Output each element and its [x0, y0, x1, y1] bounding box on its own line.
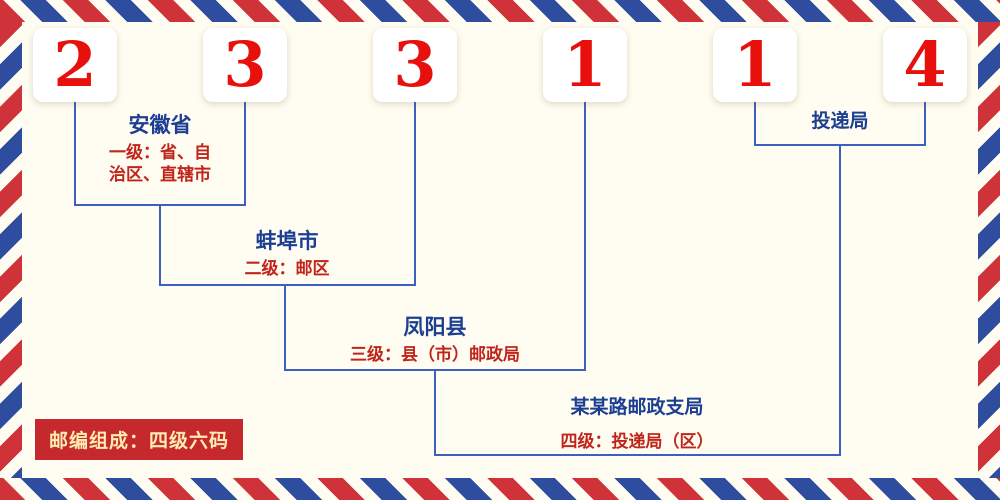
- postal-digit-1: 2: [53, 28, 97, 101]
- place-name-city: 蚌埠市: [255, 230, 319, 253]
- digit-box-1: 2: [33, 28, 117, 102]
- place-name-county: 凤阳县: [403, 316, 467, 339]
- postal-digit-2: 3: [223, 28, 267, 101]
- place-name-delivery: 投递局: [811, 111, 869, 132]
- digit-box-2: 3: [203, 28, 287, 102]
- level4-desc: 四级：投递局（区）: [560, 431, 714, 451]
- digit-box-3: 3: [373, 28, 457, 102]
- place-name-branch: 某某路邮政支局: [570, 397, 704, 418]
- digit-box-5: 1: [713, 28, 797, 102]
- digit-box-6: 4: [883, 28, 967, 102]
- airmail-border-bottom: [0, 478, 1000, 500]
- level1-desc-line2: 治区、直辖市: [109, 165, 211, 185]
- airmail-border-top: [0, 0, 1000, 22]
- postal-digit-6: 4: [903, 28, 947, 101]
- level1-desc-line1: 一级：省、自: [109, 143, 211, 163]
- postal-digit-5: 1: [733, 28, 777, 101]
- annotation-level1: 安徽省 一级：省、自 治区、直辖市: [109, 112, 211, 186]
- annotation-level2: 蚌埠市 二级：邮区: [245, 228, 330, 280]
- level3-desc: 三级：县（市）邮政局: [350, 345, 520, 365]
- annotation-delivery: 投递局: [811, 110, 868, 135]
- place-name-province: 安徽省: [128, 114, 192, 137]
- postal-digit-3: 3: [393, 28, 437, 101]
- airmail-border-right: [978, 22, 1000, 478]
- airmail-border-left: [0, 22, 22, 478]
- level2-desc: 二级：邮区: [244, 259, 330, 279]
- postal-digit-4: 1: [563, 28, 607, 101]
- annotation-level4: 某某路邮政支局 四级：投递局（区）: [561, 396, 714, 453]
- annotation-level3: 凤阳县 三级：县（市）邮政局: [350, 314, 520, 366]
- digit-box-4: 1: [543, 28, 627, 102]
- composition-badge: 邮编组成：四级六码: [35, 419, 244, 460]
